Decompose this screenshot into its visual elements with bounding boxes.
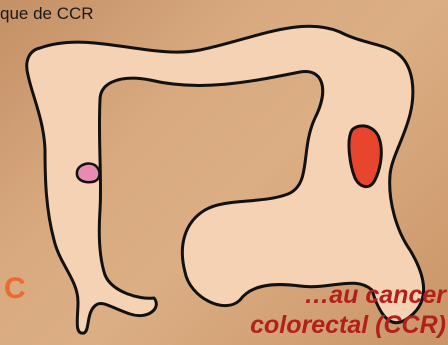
side-letter: C <box>4 272 26 306</box>
polyp <box>77 164 100 183</box>
caption: …au cancer colorectal (CCR) <box>250 280 446 340</box>
tumor <box>349 126 381 187</box>
caption-line-1: …au cancer <box>250 280 446 310</box>
caption-line-2: colorectal (CCR) <box>250 310 446 340</box>
